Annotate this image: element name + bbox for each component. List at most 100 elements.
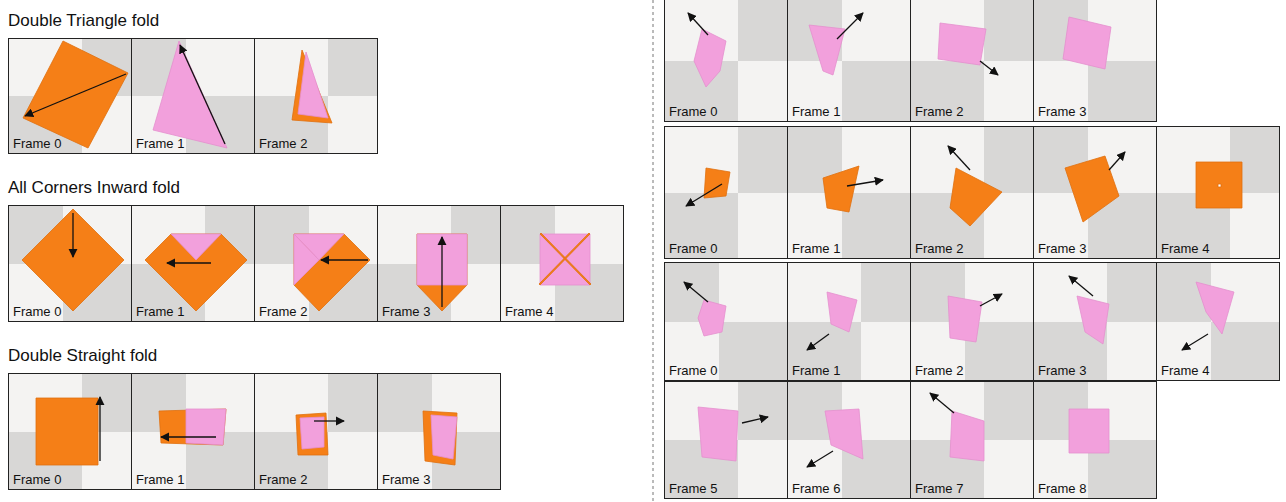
frame-box: Frame 1 [131,373,255,490]
cloth [294,234,370,311]
frame-box: Frame 3 [1033,262,1157,381]
action-arrow [688,13,708,35]
action-arrow [167,262,211,263]
cloth [300,417,324,449]
cloth [938,23,986,65]
frame-label: Frame 1 [136,136,184,151]
frame-label: Frame 1 [136,304,184,319]
floor-tile [1107,262,1156,322]
cloth [825,409,863,459]
action-arrow [25,74,126,116]
action-arrow [314,420,344,421]
floor-tile [842,193,910,259]
cloth [22,209,124,311]
floor-tile [1088,61,1156,122]
action-arrow [72,213,73,257]
frame-box: Frame 3 [377,373,501,490]
frame-label: Frame 0 [669,363,717,378]
cloth [23,41,128,148]
divider [653,0,654,502]
cloth [1069,409,1109,453]
floor-tile [787,440,842,499]
cloth [540,234,590,285]
floor-tile [664,193,738,259]
frame-label: Frame 4 [505,304,553,319]
action-arrow [948,146,970,170]
floor-tile [787,322,861,381]
frame-label: Frame 1 [792,363,840,378]
frame-label: Frame 1 [136,472,184,487]
action-arrow [1109,152,1125,170]
action-arrow [980,61,998,75]
cloth [292,50,332,123]
floor-tile [984,126,1033,193]
cloth [948,296,982,342]
floor-tile [842,61,910,122]
floor-tile [719,322,787,381]
frame-box: Frame 5 [664,381,788,499]
cloth [298,52,328,118]
cloth [294,234,319,285]
action-arrow [180,45,225,144]
floor-tile [738,61,787,122]
frame-label: Frame 3 [1038,363,1086,378]
action-arrow [742,417,768,423]
cloth [186,409,226,445]
frame-label: Frame 4 [1161,241,1209,256]
floor-tile [910,61,984,122]
floor-tile [738,381,787,440]
frame-label: Frame 7 [915,481,963,496]
frame-box: Frame 6 [787,381,911,499]
frame-label: Frame 1 [792,241,840,256]
floor-tile [842,0,910,61]
cloth [540,233,591,285]
frame-label: Frame 2 [259,472,307,487]
frame-label: Frame 3 [382,472,430,487]
floor-tile [328,38,377,96]
cloth [1218,184,1221,187]
frame-box: Frame 1 [787,0,911,122]
cloth [694,29,726,87]
action-arrow [441,237,442,307]
action-arrow [1069,276,1093,296]
frame-label: Frame 0 [669,104,717,119]
floor-tile [328,432,377,490]
cloth [431,415,457,459]
action-arrow [1182,334,1208,350]
cloth [698,407,738,461]
frame-box: Frame 1 [131,38,255,154]
frame-label: Frame 4 [1161,363,1209,378]
frame-label: Frame 0 [669,241,717,256]
frame-label: Frame 0 [13,136,61,151]
action-arrow [807,451,833,467]
floor-tile [984,0,1033,61]
frame-box: Frame 1 [131,205,255,322]
frame-box: Frame 2 [910,126,1034,259]
cloth [1063,17,1111,69]
panel-title: Double Straight fold [8,346,157,366]
cloth [950,411,984,461]
frame-label: Frame 2 [915,241,963,256]
cloth [1196,282,1234,334]
frame-box: Frame 2 [254,373,378,490]
frame-label: Frame 8 [1038,481,1086,496]
frame-box: Frame 0 [664,0,788,122]
frame-box: Frame 3 [1033,0,1157,122]
action-arrow [837,13,863,39]
frame-box: Frame 2 [254,38,378,154]
floor-tile [984,440,1033,499]
frame-box: Frame 2 [254,205,378,322]
frame-box: Frame 3 [377,205,501,322]
cloth [698,300,726,336]
floor-tile [328,373,377,432]
floor-tile [861,262,910,322]
frame-label: Frame 6 [792,481,840,496]
panel-title: All Corners Inward fold [8,178,180,198]
frame-label: Frame 5 [669,481,717,496]
frame-box: Frame 1 [787,126,911,259]
cloth [36,398,98,465]
floor-tile [328,96,377,154]
floor-tile [1107,322,1156,381]
frame-label: Frame 0 [13,472,61,487]
